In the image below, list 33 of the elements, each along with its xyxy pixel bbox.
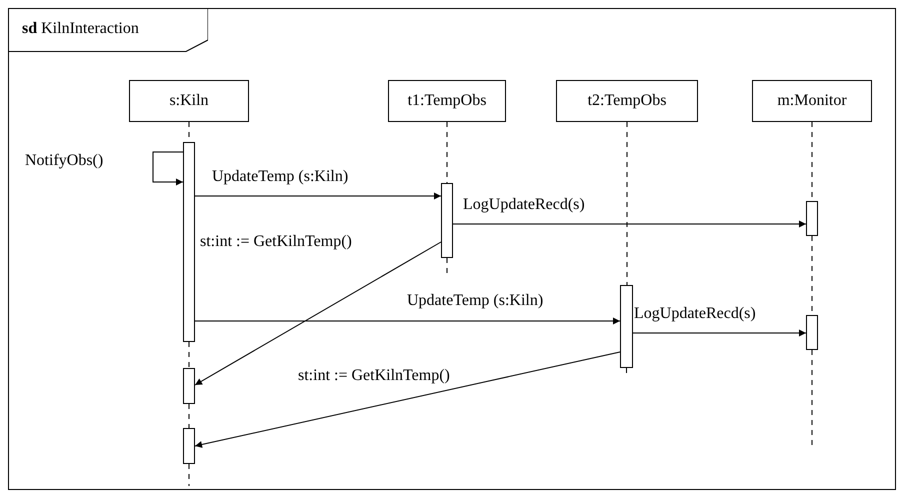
message-label: UpdateTemp (s:Kiln) bbox=[407, 292, 544, 310]
message-arrow bbox=[452, 220, 806, 228]
message-arrow bbox=[194, 242, 442, 386]
activation-bar bbox=[183, 428, 195, 464]
lifeline bbox=[188, 342, 190, 368]
lifeline bbox=[446, 122, 448, 184]
frame bbox=[8, 8, 896, 490]
lifeline bbox=[188, 464, 190, 486]
activation-bar bbox=[183, 142, 195, 342]
message-label: UpdateTemp (s:Kiln) bbox=[212, 168, 348, 186]
message-arrow bbox=[152, 152, 184, 186]
message-arrow bbox=[194, 352, 620, 448]
activation-bar bbox=[441, 183, 453, 258]
message-arrow bbox=[194, 318, 620, 324]
activation-bar bbox=[620, 285, 633, 368]
activation-bar bbox=[806, 201, 818, 236]
lifeline bbox=[446, 258, 448, 276]
message-arrow bbox=[632, 330, 806, 336]
lifeline-head: t1:TempObs bbox=[388, 80, 506, 122]
frame-title: sd KilnInteraction bbox=[22, 20, 139, 38]
lifeline-head: m:Monitor bbox=[752, 80, 872, 122]
activation-bar bbox=[183, 368, 195, 404]
lifeline-head: t2:TempObs bbox=[556, 80, 698, 122]
message-label: st:int := GetKilnTemp() bbox=[298, 367, 450, 385]
message-arrow bbox=[194, 192, 442, 200]
lifeline bbox=[188, 404, 190, 428]
message-label: LogUpdateRecd(s) bbox=[463, 196, 585, 214]
message-label: st:int := GetKilnTemp() bbox=[200, 233, 352, 251]
activation-bar bbox=[806, 315, 818, 350]
message-label: LogUpdateRecd(s) bbox=[634, 305, 756, 323]
lifeline bbox=[626, 122, 628, 286]
lifeline-head: s:Kiln bbox=[129, 80, 249, 122]
message-label: NotifyObs() bbox=[25, 152, 104, 170]
